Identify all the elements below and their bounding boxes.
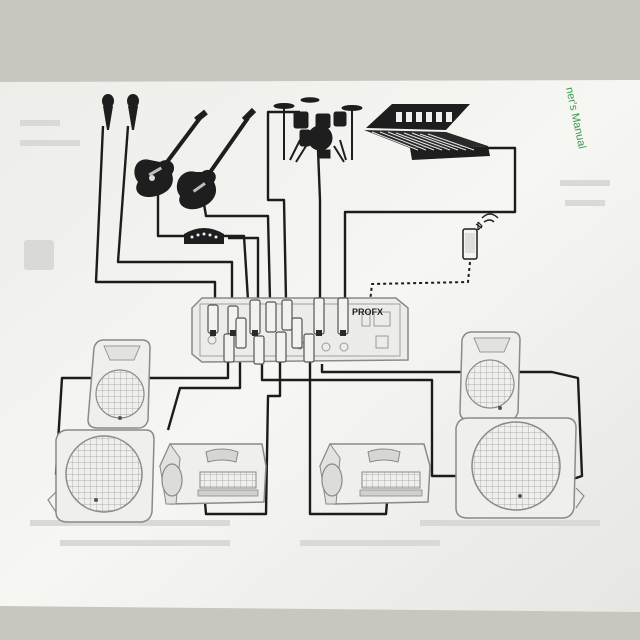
plug-icon bbox=[291, 317, 303, 349]
plug-icon bbox=[275, 331, 287, 363]
microphone-icon bbox=[127, 94, 139, 130]
cable-acoustic bbox=[228, 236, 260, 300]
microphone-icon bbox=[102, 94, 114, 130]
cable-bass-guitar bbox=[202, 203, 272, 301]
main-speaker-left-bottom-icon bbox=[47, 429, 155, 523]
stage-monitor-left-icon bbox=[159, 443, 267, 505]
plug-icon bbox=[281, 299, 293, 331]
mixer-logo: PROFX bbox=[352, 307, 383, 317]
plug-icon bbox=[337, 297, 349, 335]
cable-main-left-bottom bbox=[166, 352, 242, 431]
bluetooth-icon bbox=[475, 221, 483, 231]
cable-synth bbox=[343, 146, 517, 300]
synthesizer-icon bbox=[364, 104, 490, 160]
main-speaker-right-bottom-icon bbox=[455, 417, 585, 519]
cables bbox=[54, 110, 584, 516]
plug-icon bbox=[303, 333, 315, 363]
cable-mic-2 bbox=[116, 125, 234, 310]
cable-drums bbox=[266, 110, 300, 301]
electric-guitar-icon bbox=[134, 109, 208, 198]
plug-icon bbox=[235, 317, 247, 349]
wireless-signal-icon bbox=[481, 213, 499, 223]
plug-icon bbox=[207, 304, 219, 334]
cable-plugs bbox=[207, 297, 349, 365]
cable-mic-1 bbox=[94, 125, 217, 310]
smartphone-icon bbox=[462, 228, 478, 260]
cable-monitor-left bbox=[202, 362, 282, 516]
cable-main-right-bottom bbox=[320, 364, 584, 482]
plug-icon bbox=[253, 335, 265, 365]
stage-monitor-right-icon bbox=[319, 443, 431, 505]
cable-main-right-top bbox=[260, 360, 458, 478]
faded-background-print bbox=[20, 120, 610, 546]
plug-icon bbox=[223, 333, 235, 363]
bass-guitar-icon bbox=[176, 107, 257, 210]
cable-drums-2 bbox=[316, 149, 322, 300]
plug-icon bbox=[249, 299, 261, 335]
drum-kit-icon bbox=[273, 97, 363, 163]
main-speaker-right-top-icon bbox=[459, 331, 521, 421]
plug-icon bbox=[313, 297, 325, 335]
plug-icon bbox=[265, 301, 277, 333]
main-speaker-left-top-icon bbox=[87, 339, 151, 429]
acoustic-pickup-icon bbox=[184, 228, 224, 244]
cable-phone bbox=[369, 261, 471, 303]
